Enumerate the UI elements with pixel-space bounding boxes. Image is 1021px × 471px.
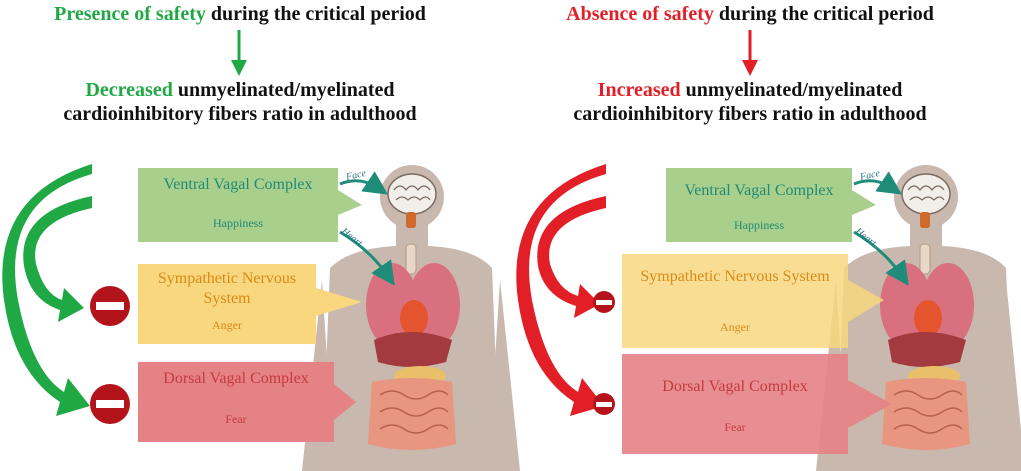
right-brain-icon (901, 173, 951, 228)
right-dvc-box (622, 354, 892, 454)
left-heart-arrow (339, 230, 395, 286)
left-bottom-rest-1: unmyelinated/myelinated (177, 79, 395, 101)
left-inhibit-sns-icon (90, 286, 130, 326)
left-bottom-headline-1: Decreased unmyelinated/myelinated (40, 78, 440, 102)
left-sns-title-1: Sympathetic Nervous (157, 270, 297, 287)
right-organs (880, 243, 974, 450)
right-sns-title: Sympathetic Nervous System (640, 268, 830, 285)
right-sns-box (622, 254, 884, 348)
left-sns-title-2: System (203, 290, 251, 307)
left-sns-sub: Anger (212, 318, 242, 332)
right-bottom-headline-2: cardioinhibitory fibers ratio in adultho… (573, 103, 927, 125)
right-sns-sub: Anger (720, 320, 750, 334)
right-face-arrow (853, 171, 902, 195)
right-bottom-highlight: Increased (597, 79, 681, 101)
left-green-arrow-outer (2, 164, 92, 416)
left-vvc-sub: Happiness (213, 216, 263, 230)
right-bottom-rest-1: unmyelinated/myelinated (685, 79, 903, 101)
left-sns-box (138, 264, 362, 344)
left-dvc-box (138, 362, 356, 442)
left-dvc-sub: Fear (225, 412, 247, 426)
left-down-arrow (231, 30, 247, 76)
right-vvc-title: Ventral Vagal Complex (684, 182, 834, 199)
right-inhibit-sns-icon (593, 291, 615, 313)
left-vvc-title: Ventral Vagal Complex (163, 176, 313, 193)
right-dvc-title: Dorsal Vagal Complex (662, 378, 808, 395)
right-red-arrow-outer (516, 164, 606, 416)
left-organs (366, 243, 460, 450)
right-dvc-sub: Fear (724, 420, 746, 434)
left-bottom-headline-2: cardioinhibitory fibers ratio in adultho… (63, 103, 417, 125)
right-inhibit-dvc-icon (593, 393, 615, 415)
left-face-arrow (339, 171, 388, 195)
right-down-arrow (742, 30, 758, 76)
left-top-highlight: Presence of safety (54, 3, 206, 25)
left-inhibit-dvc-icon (90, 384, 130, 424)
left-top-headline: Presence of safety during the critical p… (40, 2, 440, 26)
right-top-highlight: Absence of safety (566, 3, 714, 25)
left-brain-icon (387, 173, 437, 228)
left-dvc-title: Dorsal Vagal Complex (163, 370, 309, 387)
right-vvc-box (666, 168, 876, 242)
left-green-arrow-inner (23, 196, 92, 322)
right-top-rest: during the critical period (718, 3, 934, 25)
right-red-arrow-inner (537, 196, 606, 318)
right-vvc-sub: Happiness (734, 218, 784, 232)
right-heart-arrow (853, 230, 909, 286)
right-bottom-headline-1: Increased unmyelinated/myelinated (550, 78, 950, 102)
left-bottom-highlight: Decreased (85, 79, 173, 101)
right-top-headline: Absence of safety during the critical pe… (550, 2, 950, 26)
left-vvc-box (138, 168, 362, 242)
left-top-rest: during the critical period (210, 3, 426, 25)
